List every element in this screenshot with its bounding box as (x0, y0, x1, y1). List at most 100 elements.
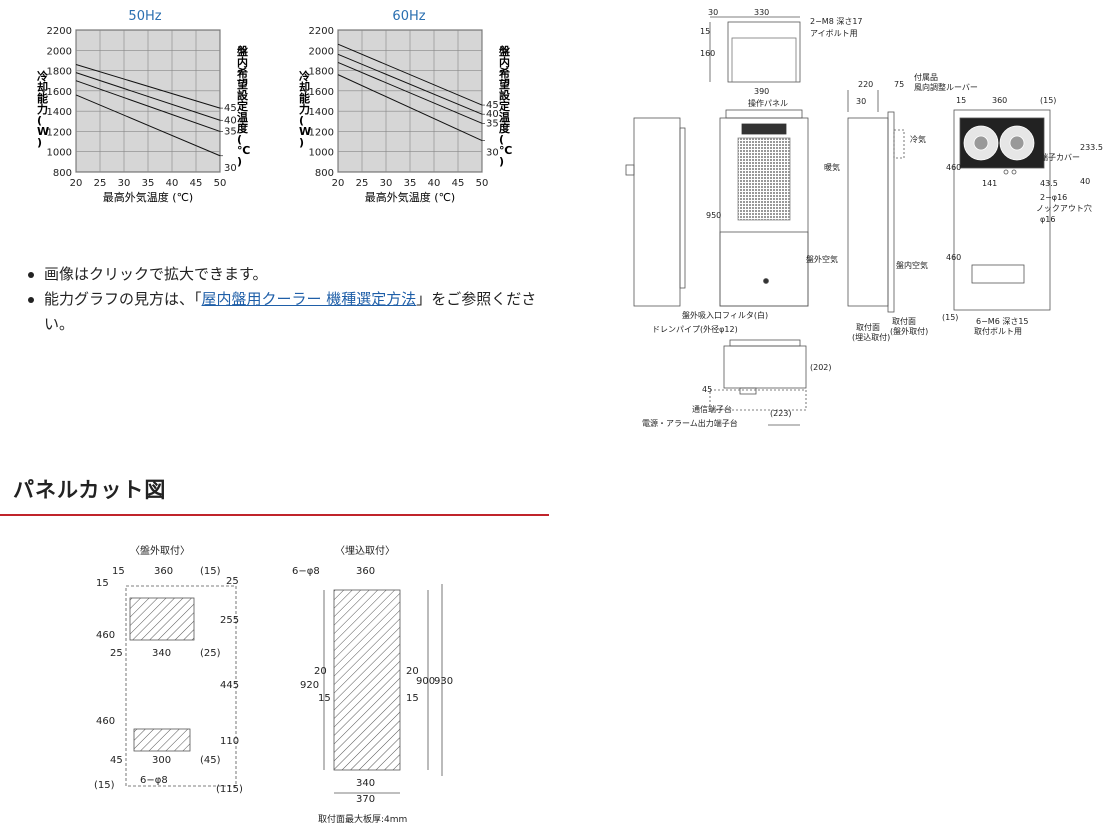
series-label-35: 35 (224, 126, 237, 137)
cut-l-25p: (25) (200, 648, 221, 659)
series-line-45 (337, 43, 483, 106)
cut-right-opening (333, 589, 401, 771)
label-cold-air: 冷気 (910, 134, 926, 144)
cut-l-15: 15 (112, 566, 125, 577)
cut-r-15a: 15 (318, 693, 331, 704)
rear-view (953, 109, 1051, 311)
drain-point (763, 278, 769, 284)
chart-60hz-xlabel: 最高外気温度 (℃) (365, 190, 455, 204)
cut-r-20a: 20 (314, 666, 327, 677)
cut-r-360: 360 (356, 566, 375, 577)
dim-rear-15p: (15) (1040, 96, 1056, 105)
y-tick-label: 1600 (309, 87, 334, 98)
cut-l-360: 360 (154, 566, 173, 577)
cut-right-title: 〈埋込取付〉 (335, 544, 395, 557)
chart-50hz-grid (75, 29, 221, 173)
dim-front-390: 390 (754, 87, 769, 96)
cut-l-115p: (115) (216, 784, 243, 795)
dim-top-160: 160 (700, 49, 715, 58)
x-tick-label: 40 (166, 178, 179, 189)
series-label-40: 40 (486, 109, 499, 120)
chart-60hz-legend-title: 盤内希望設定温度(℃) (498, 44, 512, 168)
cut-l-340: 340 (152, 648, 171, 659)
series-label-30: 30 (224, 163, 237, 174)
cut-l-45: 45 (110, 755, 123, 766)
filter-panel (719, 231, 809, 307)
dim-bottom-202: (202) (810, 363, 832, 372)
dim-top-15: 15 (700, 27, 710, 36)
x-tick-label: 40 (428, 178, 441, 189)
selection-method-link[interactable]: 屋内盤用クーラー 機種選定方法 (201, 290, 417, 308)
label-knockout-count: 2−φ16 (1040, 193, 1067, 202)
series-line-35 (337, 61, 483, 124)
cut-left-title: 〈盤外取付〉 (130, 544, 190, 557)
label-power-terminal: 電源・アラーム出力端子台 (642, 418, 738, 428)
series-line-40 (337, 53, 483, 115)
chart-50hz-ylabel: 冷却能力(W) (37, 69, 49, 149)
dim-front-950: 950 (706, 211, 721, 220)
cut-l-445: 445 (220, 680, 239, 691)
label-terminal-cover: 端子カバー (1040, 152, 1080, 162)
dimension-drawing[interactable]: 30 330 2−M8 深さ17 アイボルト用 15 160 390 操作パネル… (620, 0, 1106, 440)
left-side-view (633, 117, 681, 307)
label-accessory: 付属品 (914, 72, 938, 82)
cut-r-370: 370 (356, 794, 375, 805)
y-tick-label: 1800 (47, 67, 72, 78)
series-line-45 (75, 64, 221, 109)
x-tick-label: 30 (380, 178, 393, 189)
right-side-view (847, 117, 889, 307)
series-label-45: 45 (486, 100, 499, 111)
series-label-40: 40 (224, 115, 237, 126)
x-tick-label: 45 (190, 178, 203, 189)
cut-l-300: 300 (152, 755, 171, 766)
series-label-45: 45 (224, 103, 237, 114)
dim-top-30: 30 (708, 8, 718, 17)
note-guide: 能力グラフの見方は、「屋内盤用クーラー 機種選定方法」をご参照ください。 (26, 287, 556, 337)
cut-l-460a: 460 (96, 630, 115, 641)
label-knockout: ノックアウト穴 (1036, 203, 1092, 213)
x-tick-label: 45 (452, 178, 465, 189)
chart-50hz-title: 50Hz (128, 9, 162, 24)
operation-panel (741, 123, 787, 135)
label-warm-air: 暖気 (824, 162, 840, 172)
cut-l-15p-bottom: (15) (94, 780, 115, 791)
cut-l-255: 255 (220, 615, 239, 626)
y-tick-label: 800 (315, 168, 334, 179)
cut-l-460b: 460 (96, 716, 115, 727)
label-knockout-dia: φ16 (1040, 215, 1055, 224)
cut-r-6phi8: 6−φ8 (292, 566, 320, 577)
x-tick-label: 20 (332, 178, 345, 189)
series-line-30 (337, 74, 483, 142)
label-louver: 風向調整ルーバー (914, 82, 978, 92)
dim-rear-233: 233.5 (1080, 143, 1103, 152)
series-label-35: 35 (486, 118, 499, 129)
dim-rear-43: 43.5 (1040, 179, 1058, 188)
x-tick-label: 25 (356, 178, 369, 189)
y-tick-label: 1200 (47, 127, 72, 138)
label-mount-face-2: 取付面 (892, 316, 916, 326)
label-m6: 6−M6 深さ15 (976, 317, 1029, 326)
panel-cut-heading: パネルカット図 (13, 478, 167, 502)
dim-rear-15: 15 (956, 96, 966, 105)
note-guide-prefix: 能力グラフの見方は、「 (44, 290, 202, 308)
x-tick-label: 35 (142, 178, 155, 189)
cut-r-930: 930 (434, 676, 453, 687)
label-drain: ドレンパイプ(外径φ12) (652, 324, 738, 334)
chart-50hz-lines (75, 64, 221, 157)
dim-rear-360: 360 (992, 96, 1007, 105)
y-tick-label: 1400 (47, 107, 72, 118)
panel-cut-drawing[interactable]: 〈盤外取付〉 〈埋込取付〉 15 360 (15) 25 15 460 255 … (90, 538, 470, 838)
dim-side-220: 220 (858, 80, 873, 89)
dim-bottom-45: 45 (702, 385, 712, 394)
label-mount-face-1: 取付面 (856, 322, 880, 332)
notes: 画像はクリックで拡大できます。 能力グラフの見方は、「屋内盤用クーラー 機種選定… (26, 262, 556, 337)
y-tick-label: 2000 (47, 46, 72, 57)
x-tick-label: 50 (214, 178, 227, 189)
series-label-30: 30 (486, 148, 499, 159)
